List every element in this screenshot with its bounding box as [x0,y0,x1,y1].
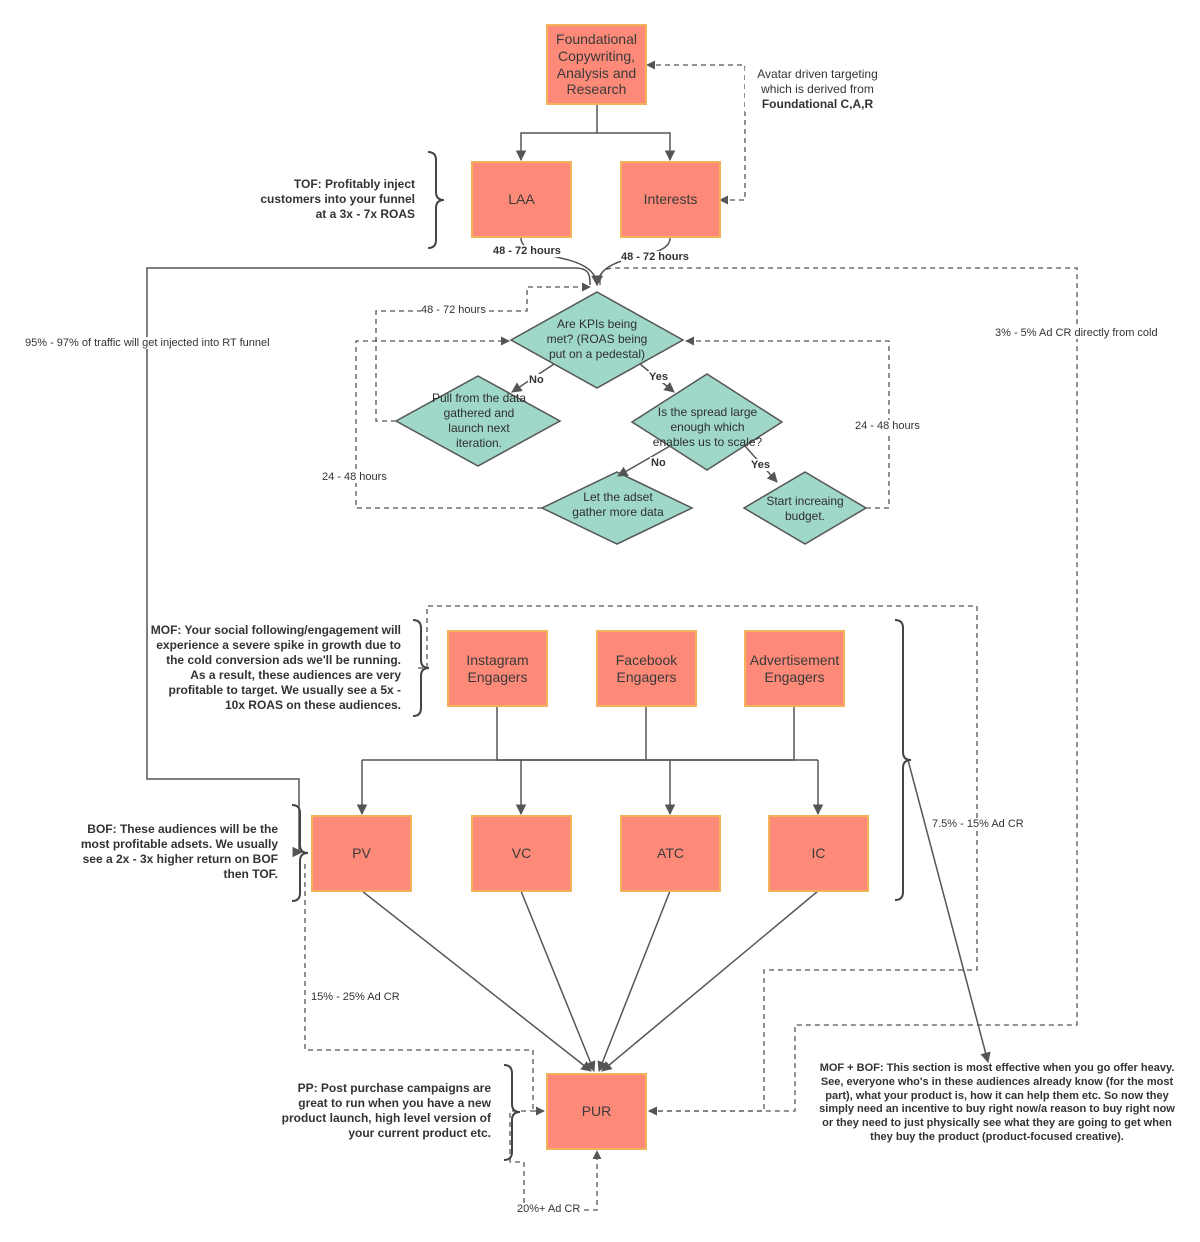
atc-node: ATC [620,815,721,892]
avatar-line-2: which is derived from [761,82,874,96]
connector-bof-to-pur [361,890,819,1072]
spread-diamond-text: Is the spread large enough which enables… [652,404,763,449]
start-diamond [742,471,868,545]
bof-note: BOF: These audiences will be the most pr… [80,822,278,881]
right-loop-time-label: 24 - 48 hours [855,420,920,432]
connector-feedback-loops [355,282,890,509]
braces [291,151,912,1161]
rt-funnel-label: 95% - 97% of traffic will get injected i… [25,337,270,349]
left-loop-time-label: 24 - 48 hours [322,471,387,483]
pv-node: PV [311,815,412,892]
no-label-spread: No [650,457,667,469]
interests-time-label: 48 - 72 hours [621,251,689,263]
mof-cr-label: 7.5% - 15% Ad CR [932,818,1024,830]
advertisement-engagers-node: Advertisement Engagers [744,630,845,707]
connector-foundational-split [515,105,676,162]
connector-mof-to-bof [356,707,824,816]
connector-mofbof-note [907,759,991,1064]
connector-rt-funnel [146,267,591,858]
avatar-targeting-label: Avatar driven targeting which is derived… [745,67,890,112]
vc-node: VC [471,815,572,892]
pp-cr-label: 20%+ Ad CR [517,1203,581,1215]
let-diamond [540,471,694,545]
connector-avatar-dashed [646,60,746,205]
pur-node: PUR [546,1073,647,1150]
connector-pp-cr [509,1110,602,1211]
kpi-diamond-text: Are KPIs being met? (ROAS being put on a… [546,316,648,361]
interests-node: Interests [620,161,721,238]
pull-diamond-text: Pull from the data gathered and launch n… [431,391,527,450]
mofbof-note: MOF + BOF: This section is most effectiv… [819,1062,1175,1143]
bof-cr-label: 15% - 25% Ad CR [311,991,400,1003]
laa-time-label: 48 - 72 hours [493,245,561,257]
tof-note: TOF: Profitably inject customers into yo… [260,177,415,221]
mof-note: MOF: Your social following/engagement wi… [150,623,401,712]
ic-node: IC [768,815,869,892]
laa-node: LAA [471,161,572,238]
pull-loop-time-label: 48 - 72 hours [421,304,486,316]
foundational-node: Foundational Copywriting, Analysis and R… [546,24,647,105]
pp-note: PP: Post purchase campaigns are great to… [281,1081,491,1140]
no-label-kpi: No [528,374,545,386]
avatar-bold: Foundational C,A,R [761,97,874,111]
yes-label-spread: Yes [750,459,771,471]
facebook-engagers-node: Facebook Engagers [596,630,697,707]
connector-mof-cr [418,605,978,1116]
instagram-engagers-node: Instagram Engagers [447,630,548,707]
pull-diamond [394,375,562,467]
connector-bof-cr [304,864,545,1116]
start-diamond-text: Start increaing budget. [766,494,844,523]
let-diamond-text: Let the adset gather more data [572,490,664,519]
connector-cold-cr [599,267,1078,1116]
cold-cr-label: 3% - 5% Ad CR directly from cold [995,327,1158,339]
avatar-line-1: Avatar driven targeting [757,67,878,81]
yes-label-kpi: Yes [648,371,669,383]
